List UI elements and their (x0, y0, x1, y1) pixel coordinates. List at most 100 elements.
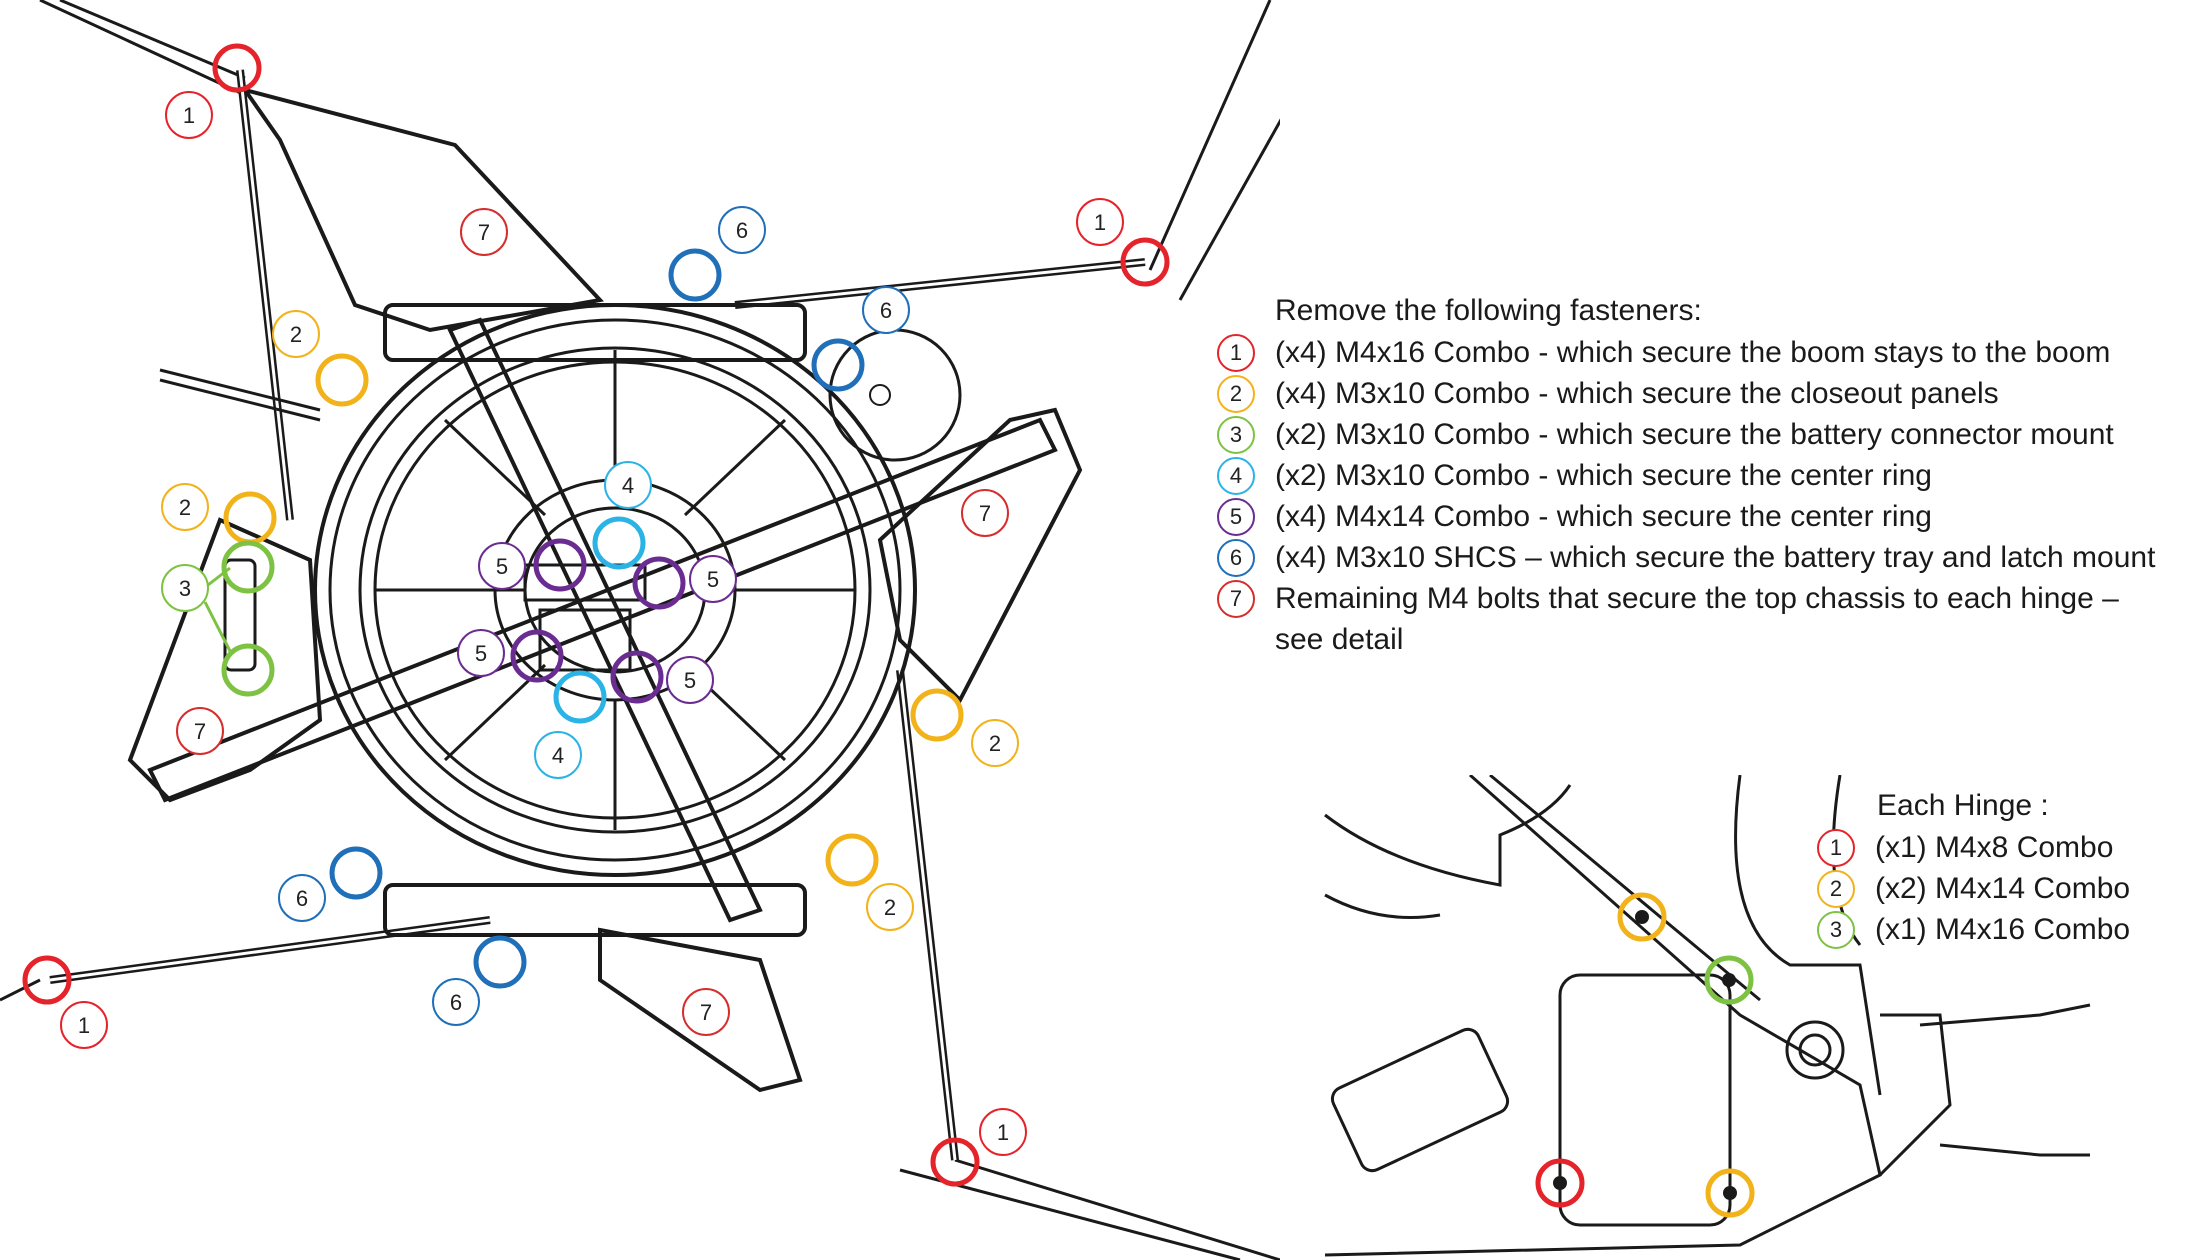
hinge-item-badge: 3 (1815, 909, 1857, 951)
legend-item-badge: 4 (1215, 455, 1257, 497)
hinge-item-badge-number: 2 (1829, 875, 1843, 901)
callout-7d: 7 (682, 988, 730, 1036)
marker-6c (329, 846, 383, 900)
hinge-legend-title: Each Hinge : (1877, 789, 2049, 822)
marker-2a (315, 353, 369, 407)
svg-text:7: 7 (979, 501, 991, 526)
legend-item-text: (x4) M4x14 Combo - which secure the cent… (1275, 500, 1932, 533)
hinge-legend-list: 1 (x1) M4x8 Combo 2 (x2) M4x14 Combo 3 (x1) M… (1815, 827, 2175, 950)
svg-text:7: 7 (478, 220, 490, 245)
svg-text:2: 2 (989, 731, 1001, 756)
callout-6c: 6 (278, 874, 326, 922)
svg-text:6: 6 (736, 218, 748, 243)
svg-text:2: 2 (179, 495, 191, 520)
legend-item-text: (x4) M3x10 SHCS – which secure the batte… (1275, 541, 2156, 574)
marker-6b (811, 338, 865, 392)
hinge-item-text: (x1) M4x8 Combo (1875, 831, 2114, 864)
svg-text:6: 6 (450, 990, 462, 1015)
legend-item: 2 (x4) M3x10 Combo - which secure the clo… (1215, 373, 2175, 414)
legend-item: 6 (x4) M3x10 SHCS – which secure the batt… (1215, 537, 2175, 578)
callout-5b: 5 (689, 555, 737, 603)
callout-1a: 1 (165, 91, 213, 139)
callout-2b: 2 (161, 483, 209, 531)
legend-item-badge-number: 3 (1229, 422, 1243, 447)
marker-5d (610, 650, 664, 704)
callout-7b: 7 (961, 489, 1009, 537)
legend-item-text: (x4) M4x16 Combo - which secure the boom… (1275, 336, 2111, 369)
legend-item-badge-number: 6 (1229, 545, 1243, 570)
svg-text:2: 2 (884, 895, 896, 920)
legend-item-badge-number: 1 (1229, 340, 1243, 365)
callout-1d: 1 (979, 1108, 1027, 1156)
chassis-linework (0, 0, 1280, 1260)
legend-item-badge: 1 (1215, 332, 1257, 374)
legend-item: 4(x2) M3x10 Combo - which secure the cen… (1215, 455, 2175, 496)
svg-text:5: 5 (707, 567, 719, 592)
marker-2c (910, 688, 964, 742)
svg-text:1: 1 (78, 1013, 90, 1038)
callout-2a: 2 (272, 310, 320, 358)
fastener-legend: Remove the following fasteners: 1(x4) M4… (1215, 290, 2175, 662)
legend-list: 1 (x4) M4x16 Combo - which secure the boo… (1215, 332, 2175, 662)
callout-6d: 6 (432, 978, 480, 1026)
marker-2d (825, 833, 879, 887)
hinge-item-badge-number: 1 (1829, 834, 1843, 860)
legend-item-text: (x2) M3x10 Combo - which secure the batt… (1275, 418, 2114, 451)
legend-item-badge-number: 2 (1229, 381, 1243, 406)
legend-item-badge: 3 (1215, 414, 1257, 456)
hinge-legend-item: 3 (x1) M4x16 Combo (1815, 909, 2175, 950)
callout-1b: 1 (1076, 198, 1124, 246)
callout-2d: 2 (866, 883, 914, 931)
marker-3b (221, 643, 275, 697)
svg-text:7: 7 (700, 1000, 712, 1025)
legend-item-badge: 2 (1215, 373, 1257, 415)
callout-2c: 2 (971, 719, 1019, 767)
svg-text:5: 5 (684, 668, 696, 693)
callout-5d: 5 (666, 656, 714, 704)
callout-1c: 1 (60, 1001, 108, 1049)
svg-text:1: 1 (997, 1120, 1009, 1145)
callout-5a: 5 (478, 542, 526, 590)
hinge-item-text: (x1) M4x16 Combo (1875, 913, 2131, 946)
hinge-legend-item: 1 (x1) M4x8 Combo (1815, 827, 2175, 868)
legend-item: 5 (x4) M4x14 Combo - which secure the cen… (1215, 496, 2175, 537)
detail-marker-2b (1705, 1168, 1755, 1218)
svg-text:2: 2 (290, 322, 302, 347)
marker-1b (1120, 237, 1170, 287)
hinge-item-badge: 2 (1815, 868, 1857, 910)
callout-5c: 5 (457, 629, 505, 677)
marker-1a (212, 43, 262, 93)
callout-7a: 7 (460, 208, 508, 256)
callout-4a: 4 (604, 461, 652, 509)
svg-text:3: 3 (179, 576, 191, 601)
legend-item-text: (x4) M3x10 Combo - which secure the clos… (1275, 377, 1999, 410)
svg-text:1: 1 (183, 103, 195, 128)
marker-1d (930, 1137, 980, 1187)
legend-item: 7 Remaining M4 bolts that secure the top … (1215, 578, 2175, 662)
legend-item-badge-number: 5 (1229, 504, 1243, 529)
legend-item: 1 (x4) M4x16 Combo - which secure the boo… (1215, 332, 2175, 373)
svg-text:4: 4 (552, 743, 564, 768)
legend-item-text: Remaining M4 bolts that secure the top c… (1275, 582, 2119, 656)
detail-marker-2a (1617, 892, 1667, 942)
marker-6a (668, 248, 722, 302)
callout-6a: 6 (718, 206, 766, 254)
legend-item-badge-number: 4 (1229, 463, 1243, 488)
detail-marker-1 (1535, 1158, 1585, 1208)
hinge-legend-item: 2 (x2) M4x14 Combo (1815, 868, 2175, 909)
marker-1c (22, 955, 72, 1005)
hinge-detail-drawing (1324, 775, 2091, 1257)
callout-3: 3 (161, 564, 234, 656)
legend-item-badge: 7 (1215, 578, 1257, 620)
callout-7c: 7 (176, 707, 224, 755)
marker-5c (510, 629, 564, 683)
marker-5a (533, 538, 587, 592)
hinge-item-text: (x2) M4x14 Combo (1875, 872, 2131, 905)
callout-6b: 6 (862, 286, 910, 334)
marker-6d (473, 935, 527, 989)
svg-text:5: 5 (475, 641, 487, 666)
svg-text:7: 7 (194, 719, 206, 744)
marker-5b (632, 556, 686, 610)
callout-4b: 4 (534, 731, 582, 779)
svg-text:6: 6 (296, 886, 308, 911)
